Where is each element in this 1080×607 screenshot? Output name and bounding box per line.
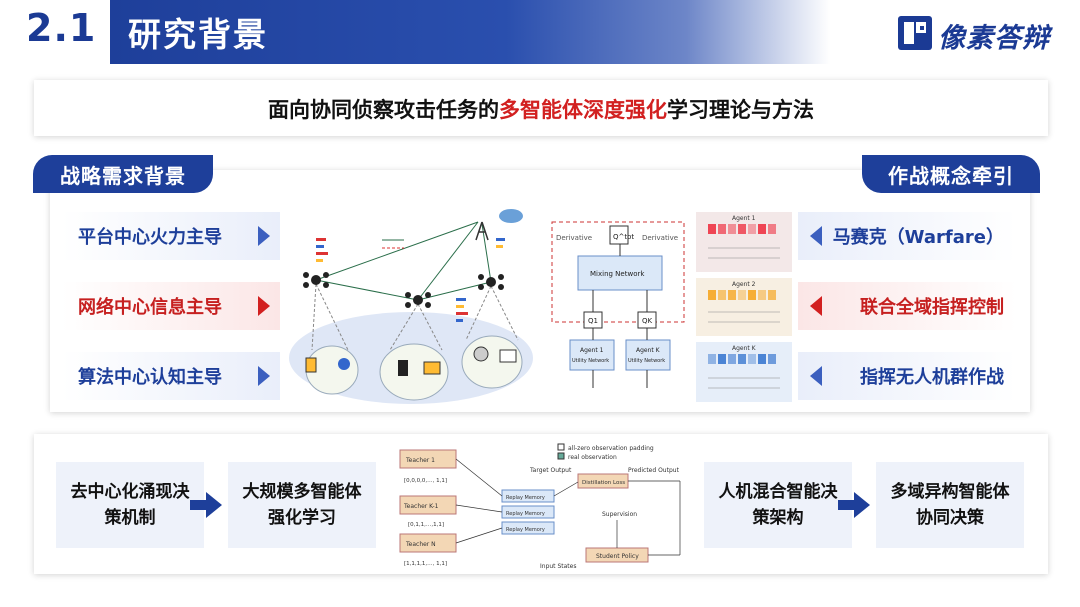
- right-item-label: 马赛克（Warfare）: [832, 227, 1004, 248]
- teacher-1-label: Teacher 1: [405, 457, 435, 464]
- left-item-platform: 平台中心火力主导: [62, 212, 280, 260]
- q1-label: Q1: [588, 317, 598, 325]
- predicted-output-label: Predicted Output: [628, 467, 680, 474]
- left-item-label: 网络中心信息主导: [78, 297, 222, 318]
- student-policy-label: Student Policy: [596, 553, 639, 560]
- card-multi-domain: 多域异构智能体协同决策: [876, 462, 1024, 548]
- replay-memory-label: Replay Memory: [506, 527, 545, 533]
- chevron-left-icon: [810, 366, 822, 386]
- derivative-right-label: Derivative: [642, 234, 678, 242]
- subtitle-prefix: 面向协同侦察攻击任务的: [268, 98, 499, 122]
- right-item-jadc2: 联合全域指挥控制: [798, 282, 1016, 330]
- header: 2.1 研究背景 像素答辩: [0, 0, 1080, 64]
- agent-k-heading: Agent K: [732, 345, 757, 352]
- chevron-right-icon: [258, 226, 270, 246]
- replay-memory-label: Replay Memory: [506, 511, 545, 517]
- mixing-network-label: Mixing Network: [590, 270, 645, 278]
- teacher-n-sequence: [1,1,1,1,…, 1,1]: [404, 561, 447, 567]
- teacher-1-sequence: [0,0,0,0,…, 1,1]: [404, 478, 447, 484]
- chevron-left-icon: [810, 226, 822, 246]
- utility-label: Utility Network: [628, 358, 665, 364]
- utility-label: Utility Network: [572, 358, 609, 364]
- tab-strategic-background: 战略需求背景: [33, 155, 213, 193]
- left-item-network: 网络中心信息主导: [62, 282, 280, 330]
- left-item-algorithm: 算法中心认知主导: [62, 352, 280, 400]
- subtitle: 面向协同侦察攻击任务的多智能体深度强化学习理论与方法: [34, 94, 1048, 124]
- derivative-left-label: Derivative: [556, 234, 592, 242]
- section-number: 2.1: [26, 6, 97, 50]
- arrow-right-icon: [838, 492, 870, 518]
- teacher-k-label: Teacher K-1: [403, 503, 439, 510]
- qtot-label: Q^tot: [613, 233, 634, 241]
- distillation-figure: all-zero observation padding real observ…: [390, 440, 708, 570]
- arrow-right-icon: [190, 492, 222, 518]
- brand-mark-icon: [898, 16, 932, 50]
- subtitle-suffix: 学习理论与方法: [667, 98, 814, 122]
- supervision-label: Supervision: [602, 511, 637, 518]
- qk-label: QK: [642, 317, 653, 325]
- chevron-right-icon: [258, 296, 270, 316]
- right-item-label: 指挥无人机群作战: [860, 367, 1004, 388]
- left-item-label: 算法中心认知主导: [78, 367, 222, 388]
- chevron-left-icon: [810, 296, 822, 316]
- left-item-label: 平台中心火力主导: [78, 227, 222, 248]
- page-title: 研究背景: [128, 15, 268, 54]
- replay-memory-label: Replay Memory: [506, 495, 545, 501]
- agent-2-heading: Agent 2: [732, 281, 756, 288]
- teacher-k-sequence: [0,1,1,…,1,1]: [408, 522, 444, 528]
- agent-matrices-figure: Agent 1 Agent 2 Agent K: [694, 210, 794, 404]
- legend-zero-padding: all-zero observation padding: [568, 445, 654, 452]
- right-item-label: 联合全域指挥控制: [860, 297, 1004, 318]
- section-number-box: 2.1: [0, 0, 110, 64]
- agent-1-heading: Agent 1: [732, 215, 756, 222]
- agent1-label: Agent 1: [580, 347, 604, 354]
- input-states-label: Input States: [540, 563, 576, 570]
- chevron-right-icon: [258, 366, 270, 386]
- brand-name: 像素答辩: [938, 23, 1050, 54]
- card-human-machine: 人机混合智能决策架构: [704, 462, 852, 548]
- tab-operational-concept: 作战概念牵引: [862, 155, 1040, 193]
- teacher-n-label: Teacher N: [405, 541, 436, 548]
- right-item-swarm: 指挥无人机群作战: [798, 352, 1016, 400]
- subtitle-highlight: 多智能体深度强化: [499, 98, 667, 122]
- mixing-network-figure: Derivative Derivative Q^tot Mixing Netwo…: [544, 212, 692, 400]
- card-decentralized: 去中心化涌现决策机制: [56, 462, 204, 548]
- uav-network-figure: [286, 200, 536, 406]
- subtitle-box: 面向协同侦察攻击任务的多智能体深度强化学习理论与方法: [34, 80, 1048, 136]
- target-output-label: Target Output: [529, 467, 572, 474]
- title-bar: [110, 0, 830, 64]
- distillation-loss-label: Distillation Loss: [582, 480, 625, 486]
- card-large-scale-marl: 大规模多智能体强化学习: [228, 462, 376, 548]
- agentk-label: Agent K: [636, 347, 661, 354]
- legend-real-observation: real observation: [568, 454, 617, 461]
- right-item-mosaic: 马赛克（Warfare）: [798, 212, 1016, 260]
